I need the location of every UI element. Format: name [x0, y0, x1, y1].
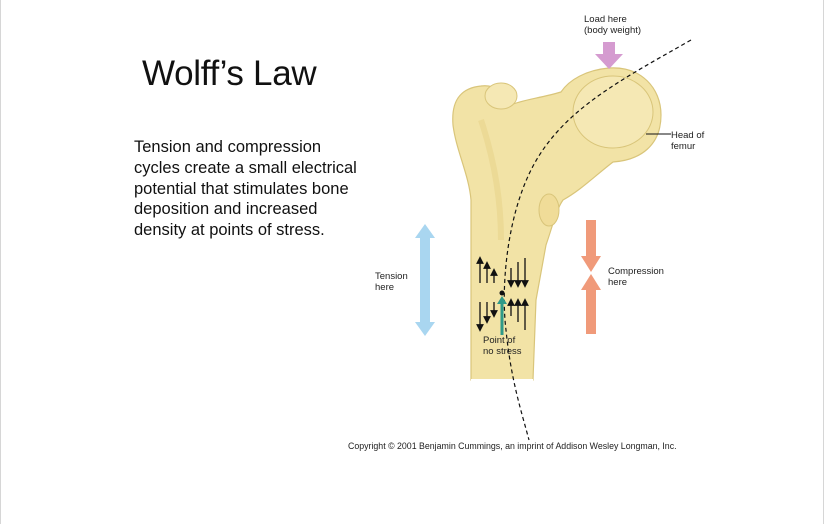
copyright-text: Copyright © 2001 Benjamin Cummings, an i…: [348, 441, 677, 451]
head-of-femur-label: Head of femur: [671, 130, 705, 152]
load-arrow: [595, 42, 623, 69]
no-stress-point: [499, 290, 505, 296]
slide-title: Wolff’s Law: [142, 54, 317, 93]
tension-label: Tension here: [375, 271, 408, 293]
load-label: Load here (body weight): [584, 14, 642, 36]
femur-bone: [452, 67, 662, 381]
no-stress-label: Point of no stress: [483, 335, 522, 357]
load-line: [503, 39, 692, 441]
compression-arrow: [581, 220, 601, 334]
tension-arrow: [415, 224, 435, 336]
neutral-arrow: [497, 296, 507, 335]
stress-arrows: [476, 256, 529, 332]
slide-body-text: Tension and compression cycles create a …: [134, 138, 357, 240]
compression-label: Compression here: [608, 266, 664, 288]
